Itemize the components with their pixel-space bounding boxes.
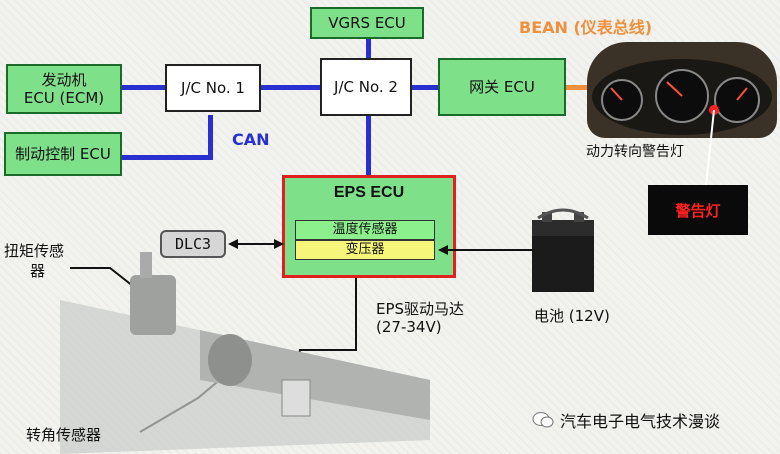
brake-ecu-box: 制动控制 ECU [4, 132, 122, 176]
vgrs-ecu-box: VGRS ECU [310, 7, 424, 39]
torque-sensor-label-2: 器 [30, 262, 46, 280]
can-bus-jc2-eps-vertical [366, 116, 371, 176]
battery-icon [526, 204, 600, 296]
dlc3-connector: DLC3 [160, 230, 226, 258]
can-bus-jc1-jc2 [261, 85, 321, 90]
temp-sensor-box: 温度传感器 [295, 220, 435, 240]
engine-ecu-label-2: ECU (ECM) [23, 89, 105, 107]
dlc3-label: DLC3 [174, 235, 212, 253]
jc1-label: J/C No. 1 [181, 79, 245, 97]
watermark-text: 汽车电子电气技术漫谈 [560, 412, 721, 431]
can-bus-jc1-brake-vertical [208, 115, 213, 160]
can-bus-engine-jc1 [122, 85, 166, 90]
can-bus-jc2-gateway [412, 85, 439, 90]
bean-bus-line [566, 85, 588, 90]
transformer-box: 变压器 [295, 240, 435, 260]
power-steering-lamp-label: 动力转向警告灯 [586, 144, 684, 160]
motor-label-2: (27-34V) [376, 318, 442, 336]
watermark: 汽车电子电气技术漫谈 [532, 408, 720, 432]
jc2-box: J/C No. 2 [320, 58, 412, 116]
torque-sensor-label-1: 扭矩传感 [4, 242, 65, 260]
vgrs-ecu-label: VGRS ECU [328, 14, 406, 32]
can-bus-brake-horizontal [122, 155, 213, 160]
wechat-icon [532, 411, 554, 429]
battery-label: 电池 (12V) [534, 307, 610, 325]
eps-ecu-box: EPS ECU 温度传感器 变压器 [282, 175, 456, 278]
warning-lamp-box: 警告灯 [648, 185, 748, 235]
eps-ecu-title: EPS ECU [333, 184, 405, 201]
can-label: CAN [232, 130, 270, 149]
temp-sensor-label: 温度传感器 [332, 222, 398, 237]
jc1-box: J/C No. 1 [165, 64, 261, 112]
engine-ecu-label-1: 发动机 [41, 71, 87, 89]
transformer-label: 变压器 [345, 242, 385, 257]
jc2-label: J/C No. 2 [334, 78, 398, 96]
warning-lamp-label: 警告灯 [675, 201, 721, 220]
gateway-ecu-box: 网关 ECU [438, 58, 566, 116]
can-bus-vgrs-vertical [366, 38, 371, 60]
engine-ecu-box: 发动机 ECU (ECM) [6, 64, 122, 114]
angle-sensor-label: 转角传感器 [26, 426, 102, 444]
gauges-graphic [592, 59, 772, 135]
gateway-ecu-label: 网关 ECU [469, 78, 535, 96]
motor-label-1: EPS驱动马达 [376, 300, 465, 318]
bean-label: BEAN (仪表总线) [519, 18, 653, 37]
instrument-cluster-image [587, 42, 777, 138]
brake-ecu-label: 制动控制 ECU [15, 145, 111, 163]
